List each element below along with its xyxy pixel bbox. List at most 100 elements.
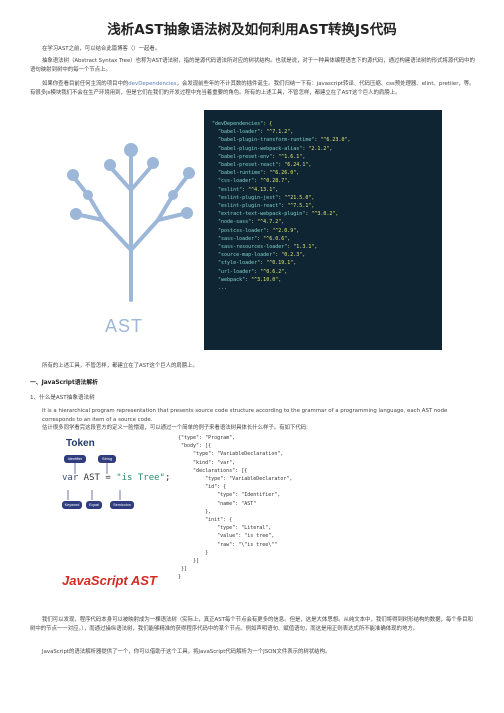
code-key: "babel-preset-env" [212,153,273,160]
code-line: ... [212,284,434,292]
json-line: {"type": "Program", [178,435,236,441]
code-line: "eslint-plugin-jest": "^21.5.0", [212,194,434,202]
json-line: "init": { [178,517,233,524]
code-value: : "2.1.2", [302,145,333,152]
json-line: "body": [{ [178,443,212,450]
code-key: "babel-plugin-webpack-alias" [212,145,303,152]
intro-paragraph-3: 如果你查看目前任何主流的项目中的devDependencies，会发现前些年的不… [30,80,476,98]
code-key: "babel-loader" [212,129,261,136]
code-line: "babel-runtime": "^6.26.0", [212,169,434,177]
json-line: }] [178,566,188,573]
code-line: "devDependencies": { [212,120,434,128]
code-key: "eslint" [212,186,243,193]
var-string: "is Tree" [116,473,165,483]
code-line: "babel-preset-env": "^1.6.1", [212,153,434,161]
parser-paragraph: JavaScript的语法解析器提供了一个，你可以借助于这个工具，将JavaSc… [42,649,331,655]
code-value: : "^4.13.1", [242,186,279,193]
json-line: "type": "VariableDeclarator", [178,476,293,483]
intro-paragraph-2: 抽象语法树（Abstract Syntax Tree）也称为AST语法树，指的是… [30,58,475,73]
estimate-paragraph: 估计很多同学看完这段官方的定义一脸懵逼，可以通过一个简单的例子来看语法树具体长什… [42,425,308,431]
code-key: "babel-preset-react" [212,162,279,169]
badge-identifier: Identifier [64,455,86,463]
code-value: : "6.24.1", [278,162,312,169]
code-line: "sass-loader": "^6.0.6", [212,235,434,243]
code-value: : "^2.0.9", [266,227,300,234]
code-line: "url-loader": "^0.6.2", [212,268,434,276]
code-line: "babel-loader": "^7.1.2", [212,128,434,136]
heading-what-is-ast: 1、什么是AST抽象语法树 [30,395,95,401]
code-key: "css-loader" [212,178,255,185]
page-title: 浅析AST抽象语法树及如何利用AST转换JS代码 [107,22,397,38]
code-line: "style-loader": "^0.19.1", [212,259,434,267]
json-line: }, [178,508,212,515]
code-key: "sass-loader" [212,235,258,242]
code-key: "webpack" [212,276,246,283]
intro-paragraph-1: 在学习AST之前，可以结合此篇博客（）一起看。 [42,46,161,52]
code-line: "node-sass": "^4.7.2", [212,218,434,226]
code-key: "eslint-plugin-react" [212,203,282,210]
ast-tools-image: AST "devDependencies": { "babel-loader":… [58,110,442,350]
code-key: "source-map-loader" [212,252,276,259]
json-line: "name": "AST" [178,500,257,507]
ast-definition-quote: It is a hierarchical program representat… [42,408,448,423]
code-line: "eslint": "^4.13.1", [212,186,434,194]
json-line: "type": "VariableDeclaration", [178,451,284,458]
heading-javascript-parsing: 一、JavaScript语法解析 [30,380,98,386]
code-key: "style-loader" [212,260,261,267]
code-value: : "^6.26.0", [263,170,300,177]
code-value: : "^0.19.1", [260,260,297,267]
code-key: "devDependencies" [212,121,264,127]
caption-paragraph: 所有的上述工具，不管怎样，都建立在了AST这个巨人的肩膀上。 [42,363,198,369]
code-key: "babel-plugin-transform-runtime" [212,137,315,144]
code-value: : "^6.23.0", [314,137,351,144]
json-line: "value": "is tree", [178,533,275,540]
badge-string: String [98,455,116,463]
code-line: "sass-resources-loader": "1.3.1", [212,243,434,251]
code-line: "webpack": "^3.10.0", [212,276,434,284]
json-line: }] [178,558,200,565]
code-value: : "^1.6.1", [272,153,306,160]
var-keyword: var [62,473,79,483]
intro-text-a: 如果你查看目前任何主流的项目中的 [42,81,129,87]
code-value: : "^21.5.0", [278,194,315,201]
code-value: : "1.3.1", [287,244,318,251]
var-identifier: AST = [78,473,117,483]
tree-label: AST [105,316,144,336]
code-value: : "^0.6.2", [254,268,288,275]
ast-tree-illustration: AST [58,110,204,350]
code-key: "url-loader" [212,268,255,275]
json-line: "id": { [178,484,227,491]
code-value: : "^3.0.2", [305,211,339,218]
code-key: "sass-resources-loader" [212,244,288,251]
code-line: "css-loader": "^0.28.7", [212,177,434,185]
json-line: "type": "Identifier", [178,492,281,499]
var-declaration-code: var AST = "is Tree"; [62,473,170,483]
code-value: : "0.2.3", [275,252,306,259]
code-key: ... [212,285,228,292]
code-key: "extract-text-webpack-plugin" [212,211,306,218]
code-key: "babel-runtime" [212,170,264,177]
json-line: } [178,549,209,556]
code-key: "postcss-loader" [212,227,267,234]
tree-icon [67,143,195,302]
dev-dependencies-code: "devDependencies": { "babel-loader": "^7… [204,110,442,350]
code-key: "node-sass" [212,219,252,226]
code-line: "babel-preset-react": "6.24.1", [212,161,434,169]
code-value: : { [263,121,273,127]
code-line: "extract-text-webpack-plugin": "^3.0.2", [212,210,434,218]
var-semicolon: ; [164,473,171,483]
code-key: "eslint-plugin-jest" [212,194,279,201]
code-value: : "^0.28.7", [254,178,291,185]
code-value: : "^7.5.1", [281,203,315,210]
code-value: : "^7.1.2", [260,129,294,136]
badge-semicolon: Semicolon [110,501,134,509]
json-line: "type": "Literal", [178,525,272,532]
code-value: : "^3.10.0", [245,276,282,283]
code-value: : "^6.0.6", [257,235,291,242]
json-line: "raw": "\"is tree\"" [178,541,278,548]
found-paragraph: 我们可以发现，程序代码本身可以被映射成为一棵语法树（实际上，真正AST每个节点会… [30,617,473,632]
code-line: "postcss-loader": "^2.0.9", [212,227,434,235]
badge-keyword: Keyword [62,501,82,509]
code-line: "eslint-plugin-react": "^7.5.1", [212,202,434,210]
dev-dependencies-link[interactable]: devDependencies [128,81,177,87]
